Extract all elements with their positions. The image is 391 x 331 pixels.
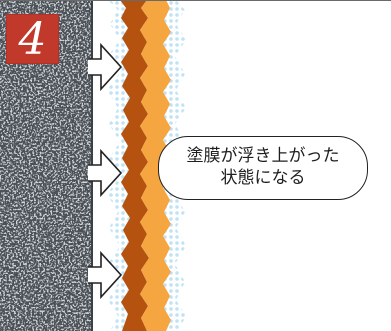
callout-line-1: 塗膜が浮き上がった: [186, 146, 340, 166]
outer-paint-coat: [140, 0, 171, 331]
callout-line-2: 状態になる: [220, 168, 306, 188]
inner-paint-coat: [120, 0, 149, 331]
right-arrow-icon: [88, 148, 123, 198]
pressure-arrows: [88, 42, 123, 300]
callout-bubble: 塗膜が浮き上がった 状態になる: [158, 136, 368, 200]
right-arrow-icon: [88, 42, 123, 92]
right-arrow-icon: [88, 250, 123, 300]
step-number-badge: 4: [6, 14, 59, 65]
